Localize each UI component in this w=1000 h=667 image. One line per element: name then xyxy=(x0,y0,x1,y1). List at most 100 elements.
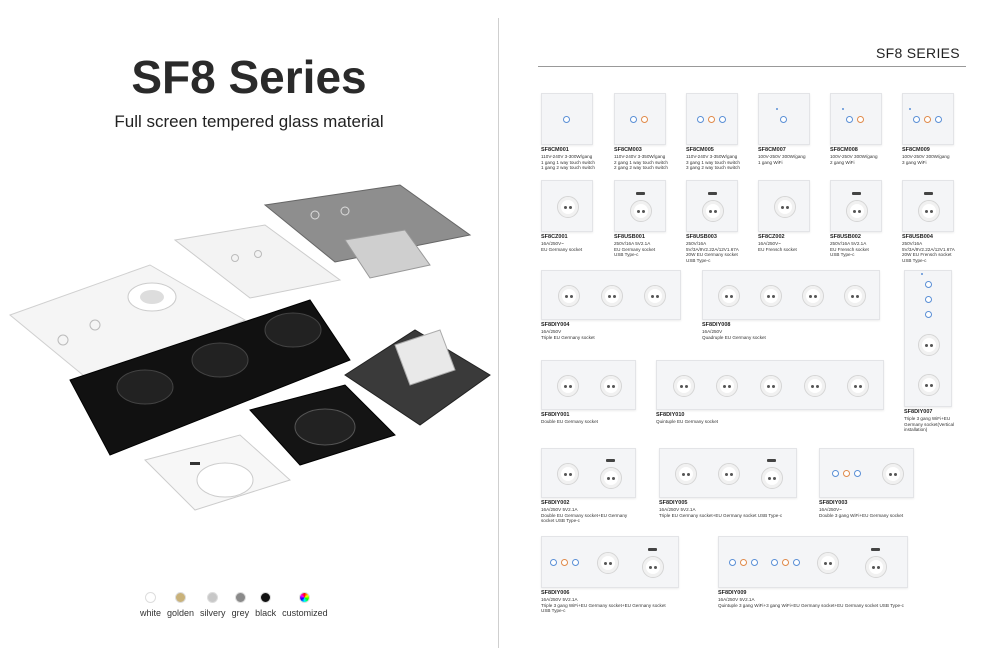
socket-icon xyxy=(673,375,695,397)
product-thumbnail[interactable] xyxy=(656,360,884,410)
product-description: 16A/250V 5V2.1A Quintuple 3 gang WiFi+3 … xyxy=(718,597,904,608)
socket-icon xyxy=(846,200,868,222)
usb-port-icon xyxy=(648,548,657,551)
product-code: SF8DIY007 xyxy=(904,409,933,415)
product-thumbnail[interactable] xyxy=(904,270,952,407)
socket-icon xyxy=(718,463,740,485)
product-thumbnail[interactable] xyxy=(758,180,810,232)
product-thumbnail[interactable] xyxy=(541,93,593,145)
socket-icon xyxy=(644,285,666,307)
product-code: SF8CM008 xyxy=(830,147,858,153)
product-thumbnail[interactable] xyxy=(758,93,810,145)
white-dot-icon xyxy=(145,592,156,603)
touch-button-icon xyxy=(572,559,579,566)
wifi-led-icon xyxy=(909,108,911,110)
product-thumbnail[interactable] xyxy=(830,180,882,232)
product-code: SF8DIY001 xyxy=(541,412,570,418)
swatch-grey[interactable]: grey xyxy=(232,592,249,618)
product-thumbnail[interactable] xyxy=(718,536,908,588)
silvery-dot-icon xyxy=(207,592,219,603)
socket-icon xyxy=(802,285,824,307)
product-description: 100V-250V 300W/gang 1 gang WiFi xyxy=(758,154,806,165)
product-thumbnail[interactable] xyxy=(702,270,880,320)
socket-icon xyxy=(557,196,579,218)
socket-icon xyxy=(804,375,826,397)
product-code: SF8DIY003 xyxy=(819,500,848,506)
touch-button-icon xyxy=(843,470,850,477)
product-thumbnail[interactable] xyxy=(659,448,797,498)
touch-button-icon xyxy=(925,281,932,288)
product-description: 250V/16A 5V/3A/9V2.22A/12V1.67A 20W EU G… xyxy=(686,241,739,263)
touch-button-icon xyxy=(563,116,570,123)
product-description: 16A/250V Quadruple EU Germany socket xyxy=(702,329,766,340)
socket-icon xyxy=(600,375,622,397)
socket-icon xyxy=(847,375,869,397)
socket-icon xyxy=(702,200,724,222)
product-description: 110V-240V 3-350W/gang 2 gang 1 way touch… xyxy=(614,154,668,171)
golden-dot-icon xyxy=(175,592,187,603)
product-description: 110V-240V 3-300W/gang 1 gang 1 way touch… xyxy=(541,154,595,171)
rainbow-dot-icon xyxy=(299,592,311,603)
touch-button-icon xyxy=(630,116,637,123)
product-thumbnail[interactable] xyxy=(686,93,738,145)
product-hero-image xyxy=(9,184,491,511)
series-rule xyxy=(538,66,966,67)
socket-icon xyxy=(918,374,940,396)
touch-button-icon xyxy=(832,470,839,477)
product-code: SF8CM003 xyxy=(614,147,642,153)
socket-icon xyxy=(557,375,579,397)
product-code: SF8DIY004 xyxy=(541,322,570,328)
product-thumbnail[interactable] xyxy=(830,93,882,145)
socket-icon xyxy=(918,200,940,222)
swatch-golden[interactable]: golden xyxy=(167,592,194,618)
product-description: 100V-250V 300W/gang 2 gang WiFi xyxy=(830,154,878,165)
product-thumbnail[interactable] xyxy=(541,360,636,410)
product-description: 16A/250V 5V2.1A Triple EU Germany socket… xyxy=(659,507,783,518)
product-code: SF8USB001 xyxy=(614,234,645,240)
product-thumbnail[interactable] xyxy=(614,180,666,232)
product-thumbnail[interactable] xyxy=(819,448,914,498)
product-thumbnail[interactable] xyxy=(686,180,738,232)
product-thumbnail[interactable] xyxy=(541,270,681,320)
wifi-led-icon xyxy=(842,108,844,110)
touch-button-icon xyxy=(925,311,932,318)
touch-button-icon xyxy=(561,559,568,566)
product-thumbnail[interactable] xyxy=(541,180,593,232)
usb-port-icon xyxy=(871,548,880,551)
product-description: 100V-250V 300W/gang 3 gang WiFi xyxy=(902,154,950,165)
touch-button-icon xyxy=(780,116,787,123)
touch-button-icon xyxy=(697,116,704,123)
socket-icon xyxy=(642,556,664,578)
grey-dot-icon xyxy=(234,592,246,603)
product-thumbnail[interactable] xyxy=(541,448,636,498)
black-dot-icon xyxy=(260,592,272,603)
product-code: SF8DIY002 xyxy=(541,500,570,506)
swatch-silvery[interactable]: silvery xyxy=(200,592,226,618)
touch-button-icon xyxy=(935,116,942,123)
product-code: SF8CM001 xyxy=(541,147,569,153)
socket-icon xyxy=(774,196,796,218)
product-description: 16A/250V~ Double 3 gang WiFi+EU Germany … xyxy=(819,507,904,518)
product-description: 16A/250V~ EU Germany socket xyxy=(541,241,583,252)
product-code: SF8DIY008 xyxy=(702,322,731,328)
touch-button-icon xyxy=(857,116,864,123)
touch-button-icon xyxy=(782,559,789,566)
product-code: SF8CM009 xyxy=(902,147,930,153)
product-thumbnail[interactable] xyxy=(541,536,679,588)
usb-port-icon xyxy=(767,459,776,462)
product-code: SF8CM005 xyxy=(686,147,714,153)
product-code: SF8USB002 xyxy=(830,234,861,240)
socket-icon xyxy=(760,375,782,397)
product-thumbnail[interactable] xyxy=(902,93,954,145)
page-divider xyxy=(498,18,499,648)
socket-icon xyxy=(630,200,652,222)
socket-icon xyxy=(600,467,622,489)
product-code: SF8CM007 xyxy=(758,147,786,153)
product-thumbnail[interactable] xyxy=(902,180,954,232)
swatch-white[interactable]: white xyxy=(140,592,161,618)
product-thumbnail[interactable] xyxy=(614,93,666,145)
socket-icon xyxy=(817,552,839,574)
swatch-black[interactable]: black xyxy=(255,592,276,618)
product-code: SF8DIY009 xyxy=(718,590,747,596)
swatch-customized[interactable]: customized xyxy=(282,592,328,618)
